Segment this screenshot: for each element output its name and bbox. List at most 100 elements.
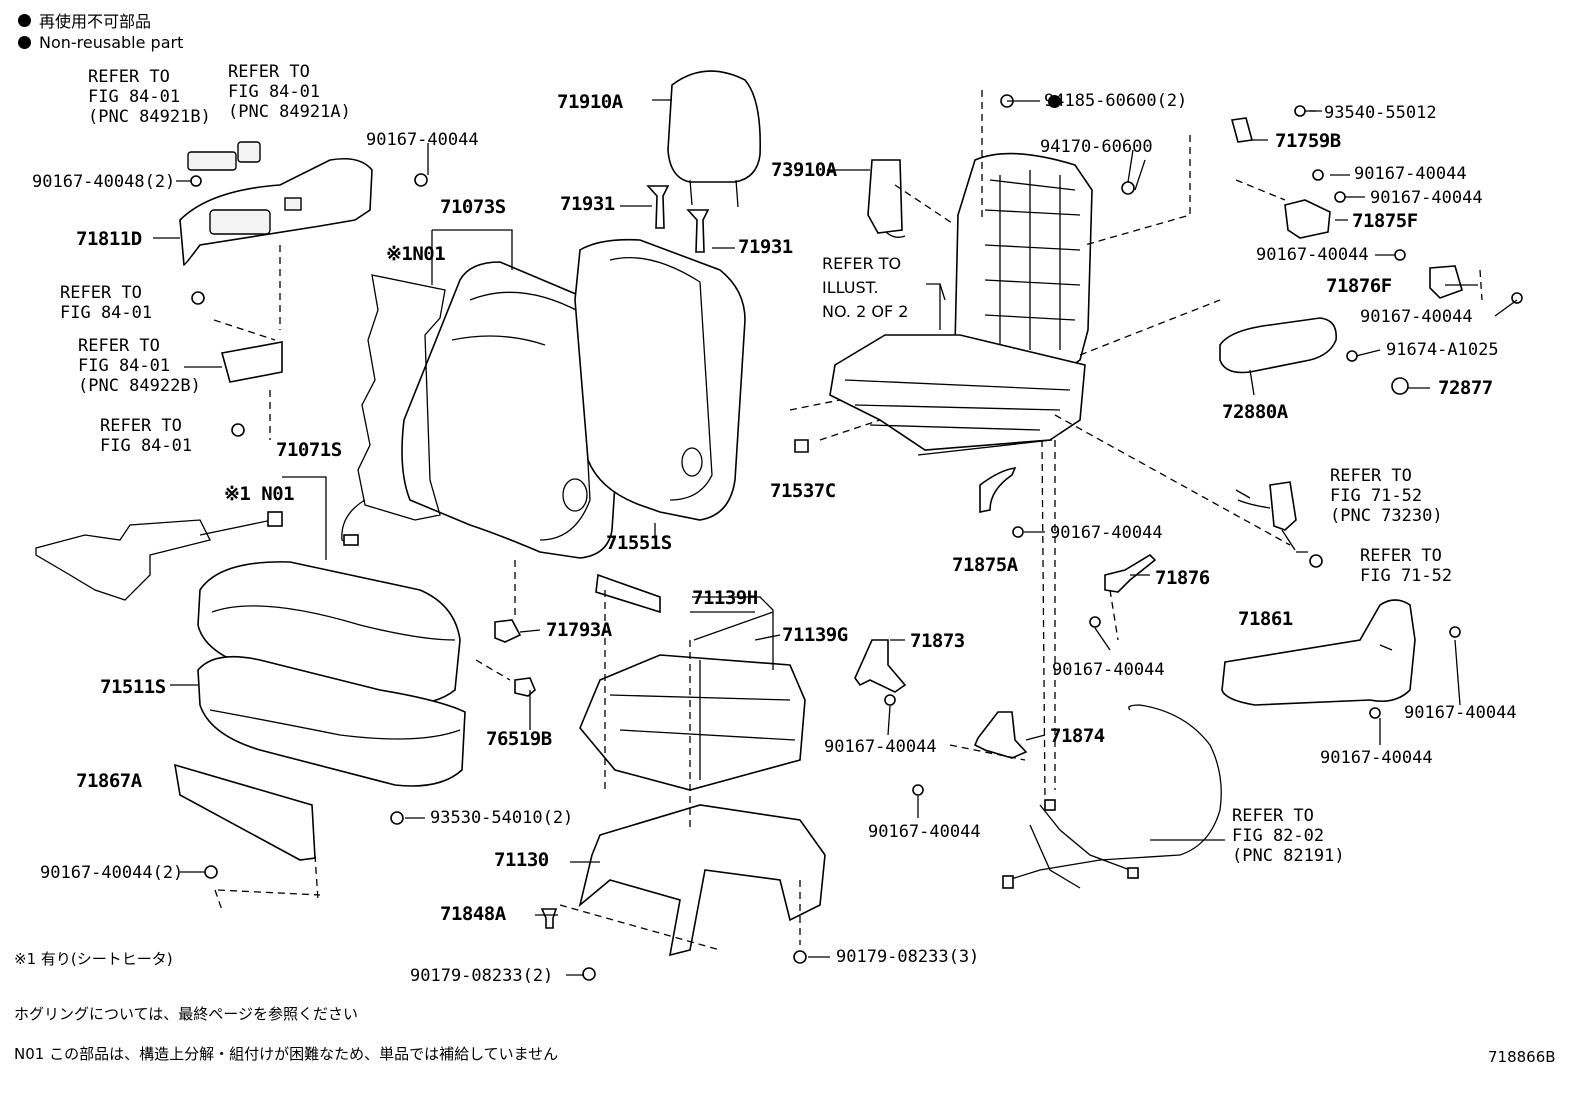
part-label: 90179-08233(3) [836, 947, 980, 967]
ref-line: REFER TO [1232, 806, 1314, 826]
seatback-pad-shape [574, 238, 746, 540]
headrest-guide-shapes [620, 185, 735, 253]
ref-line: FIG 84-01 [88, 87, 181, 107]
ref-line: FIG 82-02 [1232, 826, 1325, 846]
ref-block-fig71: REFER TO FIG 71-52 [1360, 546, 1452, 586]
ref-line: FIG 84-01 [78, 356, 171, 376]
part-label: 71876F [1326, 275, 1392, 297]
part-label: 90167-40044 [366, 130, 479, 150]
part-label: 71759B [1275, 130, 1341, 152]
ref-line: REFER TO [228, 62, 310, 82]
part-label: 93540-55012 [1324, 103, 1437, 123]
part-label: 90179-08233(2) [410, 966, 554, 986]
part-label: 71139H [692, 587, 758, 609]
ref-line: FIG 84-01 [228, 82, 321, 102]
ref-line: FIG 84-01 [60, 303, 153, 323]
ref-line: NO. 2 OF 2 [822, 302, 909, 321]
buckle-shape [1054, 414, 1323, 568]
part-label: 71874 [1050, 725, 1105, 747]
ref-block-fig84-b: REFER TO FIG 84-01 [100, 416, 192, 456]
part-label: 72880A [1222, 401, 1288, 423]
filled-dot-icon [1048, 95, 1061, 108]
ref-line: ILLUST. [822, 278, 879, 297]
part-label: 71537C [770, 480, 836, 502]
part-label: 71861 [1238, 608, 1293, 630]
ref-line: REFER TO [1330, 466, 1412, 486]
cushion-shield-shape [174, 763, 321, 901]
filled-dot-icon [18, 13, 31, 27]
part-label: 71873 [910, 630, 965, 652]
ref-line: (PNC 84921B) [88, 107, 211, 127]
cushion-heater-shape [35, 476, 327, 601]
part-label: 90167-40044 [1050, 523, 1163, 543]
ref-line: REFER TO [88, 67, 170, 87]
legend-row-jp: 再使用不可部品 [18, 8, 151, 32]
ref-block-illust: REFER TO ILLUST. NO. 2 OF 2 [822, 252, 908, 324]
part-label: 90167-40044 [824, 737, 937, 757]
part-label: 71073S [440, 196, 506, 218]
ref-line: (PNC 82191) [1232, 846, 1345, 866]
ref-line: (PNC 84922B) [78, 376, 201, 396]
legend-row-en: Non-reusable part [18, 33, 183, 52]
part-label: ※1N01 [386, 243, 446, 265]
ref-line: REFER TO [100, 416, 182, 436]
part-label: ※1 N01 [224, 483, 295, 505]
part-label: 91674-A1025 [1386, 340, 1499, 360]
part-label: 90167-40044 [1052, 660, 1165, 680]
part-label: 71511S [100, 676, 166, 698]
part-label: 90167-40044 [1354, 164, 1467, 184]
part-label: 71867A [76, 770, 142, 792]
seat-frame-shape [829, 152, 1093, 456]
side-shield-right-shape [1221, 599, 1461, 719]
ref-block-84921a: REFER TO FIG 84-01 (PNC 84921A) [228, 62, 351, 122]
ref-line: REFER TO [60, 283, 142, 303]
part-label: 76519B [486, 728, 552, 750]
part-label: 90167-40048(2) [32, 172, 176, 192]
ref-line: REFER TO [1360, 546, 1442, 566]
ref-line: REFER TO [78, 336, 160, 356]
cushion-frame-shapes [570, 573, 826, 957]
ref-line: (PNC 73230) [1330, 506, 1443, 526]
part-label: 71130 [494, 849, 549, 871]
ref-block-84922b: REFER TO FIG 84-01 (PNC 84922B) [78, 336, 201, 396]
ref-block-82191: REFER TO FIG 82-02 (PNC 82191) [1232, 806, 1345, 866]
part-label: 71811D [76, 228, 142, 250]
lever-shapes [979, 439, 1157, 801]
ref-line: REFER TO [822, 254, 902, 273]
part-label: 90167-40044 [1256, 245, 1369, 265]
ref-block-84921b: REFER TO FIG 84-01 (PNC 84921B) [88, 67, 211, 127]
part-label: 94170-60600 [1040, 137, 1153, 157]
note-heater: ※1 有り(シートヒータ) [14, 950, 173, 968]
leader-lines [153, 100, 1518, 976]
ref-block-73230: REFER TO FIG 71-52 (PNC 73230) [1330, 466, 1443, 526]
right-side-bracket-shapes [1079, 105, 1523, 396]
part-label: 71139G [782, 624, 848, 646]
part-label: 71793A [546, 619, 612, 641]
seatback-heater-shape [341, 274, 446, 546]
filled-dot-icon [18, 36, 31, 49]
small-bracket-shapes [854, 639, 1028, 796]
seat-cushion-shape [170, 561, 466, 787]
part-label: 71071S [276, 439, 342, 461]
part-label: 71875A [952, 554, 1018, 576]
part-label: 71931 [560, 193, 615, 215]
frame-hardware-shapes [867, 90, 1191, 301]
part-label: 72877 [1438, 377, 1493, 399]
part-label: 71875F [1352, 210, 1418, 232]
part-label: 71551S [606, 532, 672, 554]
side-shield-shape [179, 141, 373, 266]
part-label: 90167-40044 [1320, 748, 1433, 768]
part-label: 90167-40044 [1360, 307, 1473, 327]
legend-en: Non-reusable part [39, 33, 184, 52]
part-label: 94185-60600(2) [1044, 91, 1188, 111]
wire-harness-shape [1002, 704, 1222, 889]
pad-small-shape [789, 399, 881, 453]
fastener-shapes [190, 173, 807, 981]
part-label: 90167-40044 [868, 822, 981, 842]
part-label: 71931 [738, 236, 793, 258]
part-label: 90167-40044 [1404, 703, 1517, 723]
part-label: 71876 [1155, 567, 1210, 589]
ref-line: FIG 84-01 [100, 436, 193, 456]
